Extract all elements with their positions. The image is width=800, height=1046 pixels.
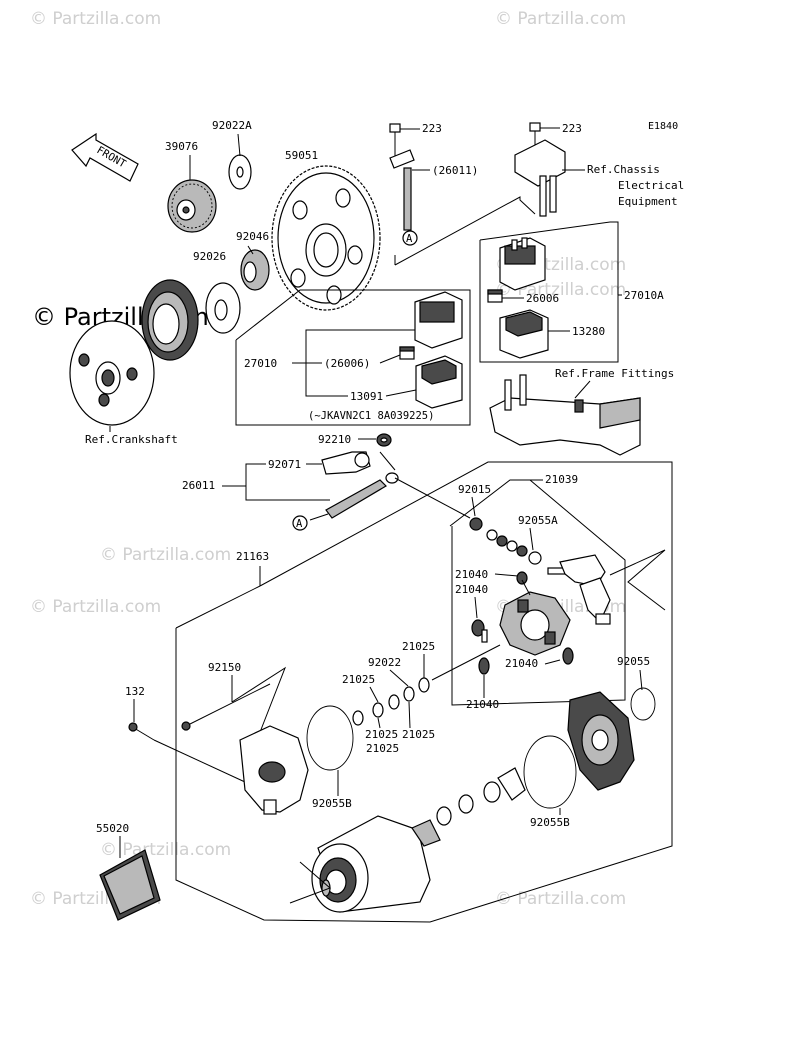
part-label: 92055A	[518, 514, 558, 527]
watermark: © Partzilla.com	[100, 840, 231, 860]
part-label: 21163	[236, 550, 269, 563]
part-label: 21040	[455, 583, 488, 596]
part-label: (26006)	[324, 357, 370, 370]
washer-stack-92015	[469, 517, 542, 565]
part-label: 92026	[193, 250, 226, 263]
part-label: 21025	[402, 640, 435, 653]
part-label: 26011	[182, 479, 215, 492]
fuse-26006a	[487, 289, 503, 303]
callout-a-bottom	[292, 515, 308, 531]
watermark: © Partzilla.com	[495, 9, 626, 29]
washers-21025	[352, 677, 430, 726]
o-ring-92055b-left	[306, 705, 354, 771]
part-label: 92055B	[530, 816, 570, 829]
part-label: 21040	[455, 568, 488, 581]
part-label: 39076	[165, 140, 198, 153]
starter-gear-59051	[271, 165, 381, 311]
relay-27010	[414, 291, 463, 349]
part-label: 55020	[96, 822, 129, 835]
relay-cover-13280	[499, 309, 549, 359]
serial-range: (~JKAVN2C1 8A039225)	[308, 410, 434, 422]
end-cover-front	[567, 691, 635, 791]
part-label: 92150	[208, 661, 241, 674]
cap-92071	[321, 451, 371, 475]
armature-washers	[436, 767, 526, 826]
washer-92022a	[228, 154, 252, 190]
diagram-code: E1840	[648, 121, 678, 132]
part-label: 92210	[318, 433, 351, 446]
part-label: 21025	[402, 728, 435, 741]
terminal-bolt	[547, 554, 611, 625]
frame-fitting-bracket	[489, 374, 641, 456]
part-label: 26006	[526, 292, 559, 305]
part-label: 92055	[617, 655, 650, 668]
watermark: © Partzilla.com	[495, 889, 626, 909]
part-label: 223	[562, 122, 582, 135]
part-label: 27010	[244, 357, 277, 370]
flywheel	[69, 320, 155, 426]
part-label: 59051	[285, 149, 318, 162]
part-label: 132	[125, 685, 145, 698]
relay-cover-13091	[415, 355, 463, 409]
callout-label: A	[406, 233, 413, 245]
part-label: 21040	[466, 698, 499, 711]
part-label: 92046	[236, 230, 269, 243]
ref-chassis: Equipment	[618, 195, 678, 208]
cable-26011	[309, 472, 399, 521]
starter-clutch	[141, 279, 199, 361]
ref-frame-fittings: Ref.Frame Fittings	[555, 367, 674, 380]
part-label: 27010A	[624, 289, 664, 302]
fuse-26006b	[399, 346, 415, 360]
watermark: © Partzilla.com	[30, 597, 161, 617]
needle-bearing-92046	[240, 249, 270, 291]
part-label: 13280	[572, 325, 605, 338]
label-sticker-55020	[99, 849, 161, 921]
ref-crankshaft: Ref.Crankshaft	[85, 433, 178, 446]
relay-cover	[514, 122, 566, 217]
ref-chassis: Ref.Chassis	[587, 163, 660, 176]
bolt-132	[128, 722, 155, 741]
bolt-223-left	[389, 123, 415, 231]
front-arrow-icon: FRONT	[71, 132, 139, 182]
brush-plate	[499, 591, 571, 656]
part-label: 92071	[268, 458, 301, 471]
part-label: 92022A	[212, 119, 252, 132]
part-label: 21040	[505, 657, 538, 670]
watermark: © Partzilla.com	[30, 9, 161, 29]
part-label: 21039	[545, 473, 578, 486]
watermarks: © Partzilla.com © Partzilla.com © Partzi…	[30, 9, 626, 909]
end-cover-rear	[239, 725, 309, 815]
part-label: 223	[422, 122, 442, 135]
nut-92210	[376, 433, 392, 447]
part-label: 92015	[458, 483, 491, 496]
callout-label: A	[296, 518, 303, 530]
part-label: 21025	[342, 673, 375, 686]
part-label: 13091	[350, 390, 383, 403]
part-label: 92055B	[312, 797, 352, 810]
o-ring-92055b-right	[523, 735, 577, 809]
o-ring-92055	[630, 687, 656, 721]
spring-21040a	[516, 571, 528, 585]
watermark: © Partzilla.com	[100, 545, 231, 565]
washer-92026	[205, 282, 241, 334]
part-label: 21025	[366, 742, 399, 755]
part-label: 92022	[368, 656, 401, 669]
part-label: (26011)	[432, 164, 478, 177]
callout-a-top	[402, 230, 418, 246]
spring-21040b	[471, 619, 488, 643]
ref-chassis: Electrical	[618, 179, 684, 192]
starter-motor-body	[311, 815, 441, 913]
relay-27010a	[499, 237, 546, 291]
spring-21040d	[478, 657, 490, 675]
through-bolt-92150	[181, 683, 271, 731]
spring-21040c	[562, 647, 574, 665]
part-label: 21025	[365, 728, 398, 741]
gear-39076	[167, 179, 217, 233]
